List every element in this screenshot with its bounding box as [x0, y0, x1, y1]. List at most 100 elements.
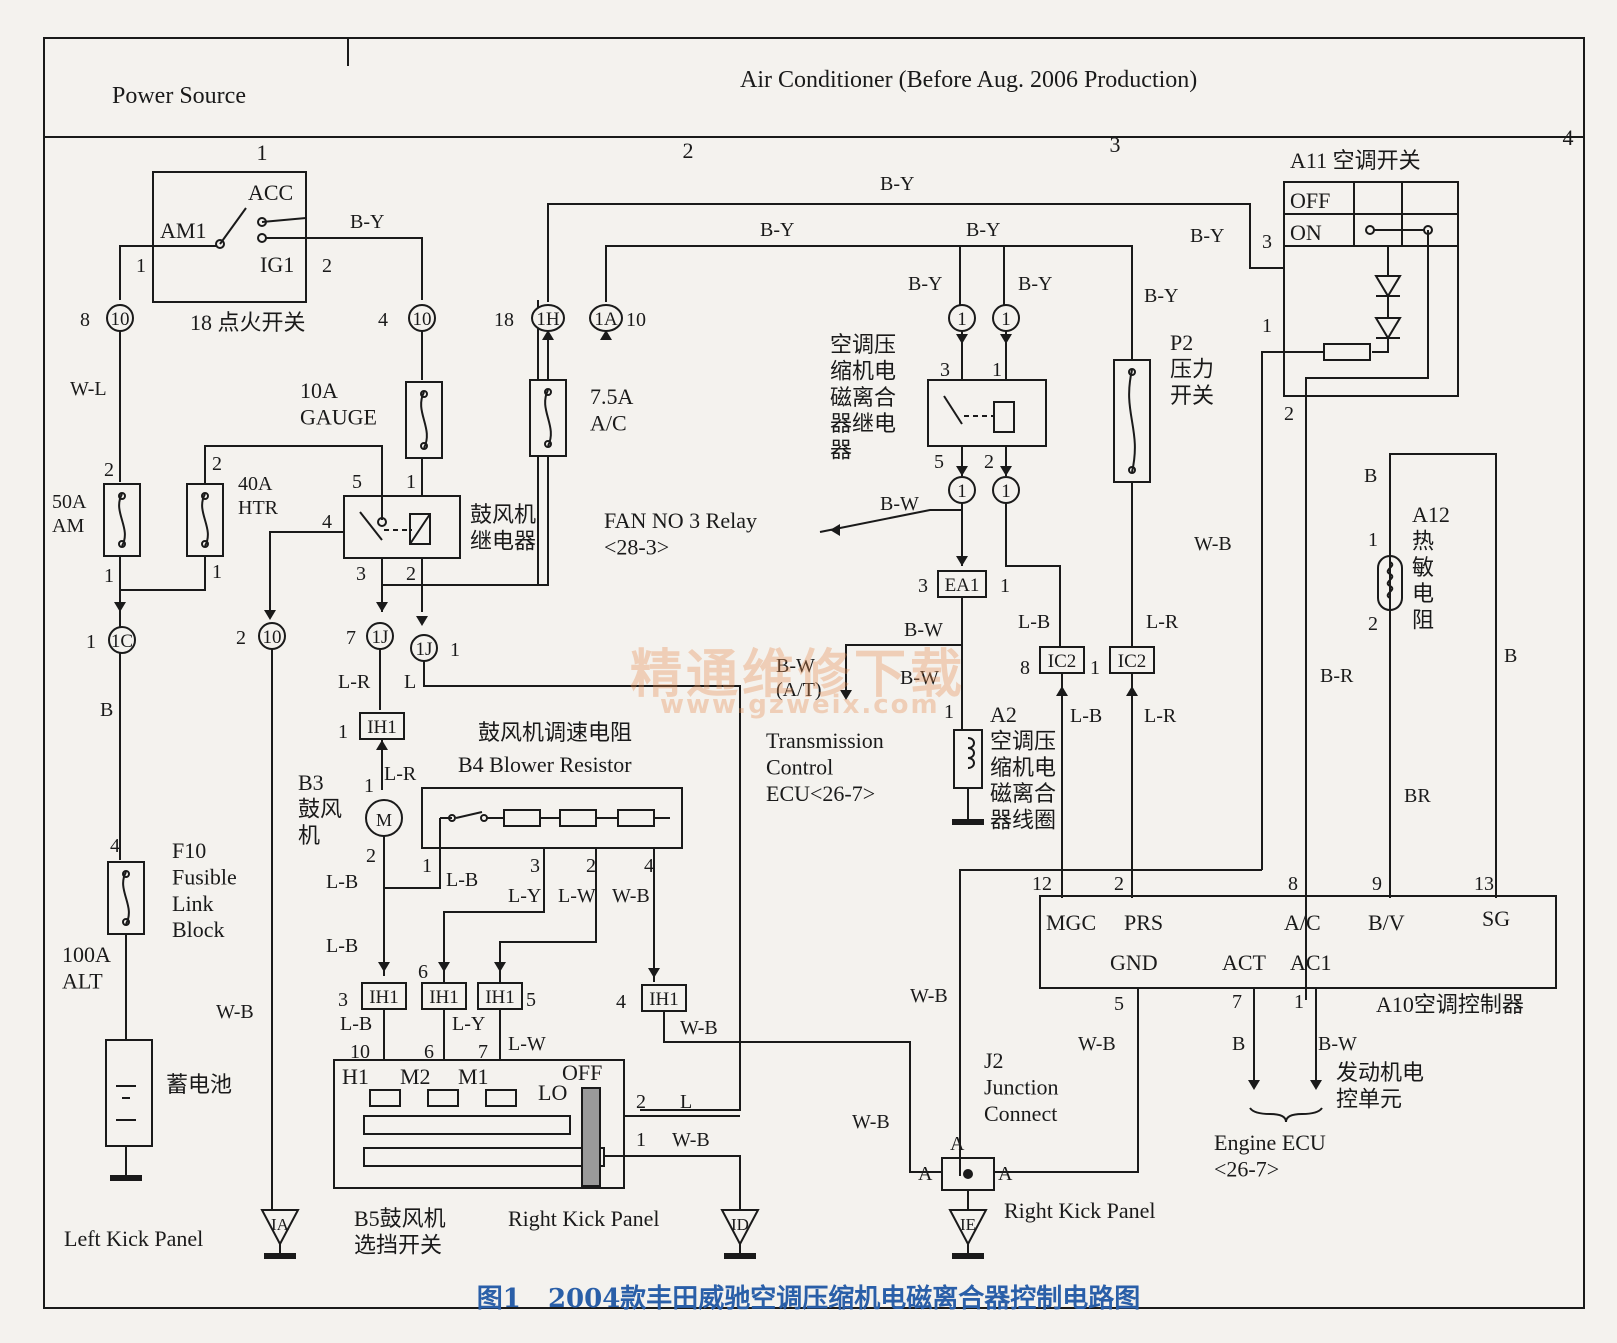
- resistor-3-out: [443, 848, 545, 982]
- right-kick-panel-2-label: Right Kick Panel: [1004, 1198, 1156, 1223]
- pin-number: 1: [1294, 991, 1304, 1013]
- ih1-4-wb: [663, 1011, 942, 1173]
- pin-number: 10: [350, 1041, 370, 1063]
- pin-number: 5: [1114, 993, 1124, 1015]
- arrow-down-icon: [956, 556, 968, 566]
- connector-ih1-4-label: IH1: [649, 989, 679, 1010]
- pin-number: 9: [1372, 873, 1382, 895]
- wire-label-by: B-Y: [350, 211, 384, 233]
- pin-number: 2: [236, 627, 246, 649]
- connector-ih1-1-label: IH1: [367, 717, 397, 738]
- wire-label-lb-r1: L-B: [446, 869, 478, 891]
- pin-number: 1: [1368, 529, 1378, 551]
- pin-number: 3: [940, 359, 950, 381]
- column-2: 2: [683, 138, 694, 163]
- b5-1-wb: [604, 1155, 741, 1210]
- relay-4-out: [269, 531, 344, 614]
- wire-label-lr-1: L-R: [338, 671, 371, 693]
- wire-label-lr-ic2: L-R: [1144, 705, 1177, 727]
- fuse-terminal: [118, 492, 126, 500]
- pin-number: 1: [1262, 315, 1272, 337]
- wire-label-ly: L-Y: [508, 885, 541, 907]
- wire-label-lb-ic2: L-B: [1070, 705, 1102, 727]
- thermistor-icon: [1386, 561, 1394, 599]
- ground-ia-icon-label: IA: [271, 1215, 290, 1234]
- pin-number: 8: [1020, 657, 1030, 679]
- fuse-terminal: [1128, 466, 1136, 474]
- ac-switch-box: [1283, 181, 1459, 397]
- wire-label-by-mid2: B-Y: [966, 219, 1000, 241]
- pin-number: 8: [80, 309, 90, 331]
- by-mid-wire: [605, 245, 1133, 360]
- ac-controller-label: A10空调控制器: [1376, 992, 1524, 1017]
- column-1: 1: [257, 140, 268, 165]
- pin-number: 1: [1000, 575, 1010, 597]
- watermark-url: www.gzweix.com: [660, 690, 940, 720]
- pin-number: 1: [406, 471, 416, 493]
- arrow-down-icon: [264, 610, 276, 620]
- wire-label-by-top: B-Y: [880, 173, 914, 195]
- ground-id-icon-label: ID: [731, 1215, 749, 1234]
- pin-number: 2: [1368, 613, 1378, 635]
- blower-resistor-box: [421, 787, 683, 849]
- connector-ih1-4: [641, 984, 687, 1012]
- arrow-down-icon: [494, 962, 506, 972]
- pin-number: 6: [418, 961, 428, 983]
- pin-number: 1: [212, 561, 222, 583]
- wire-label-ly-b5: L-Y: [452, 1013, 485, 1035]
- led-wire3: [1372, 338, 1389, 353]
- battery-box: [105, 1039, 153, 1147]
- wire-label-by-right: B-Y: [1018, 273, 1052, 295]
- left-kick-panel-label: Left Kick Panel: [64, 1226, 203, 1251]
- ignition-am1: AM1: [160, 218, 206, 243]
- connector-1h-label: 1H: [536, 309, 560, 330]
- pin-number: 1: [636, 1129, 646, 1151]
- blower-relay-label: 鼓风机继电器: [470, 502, 536, 553]
- pin-number: 4: [110, 835, 120, 857]
- pin-number: 2: [1114, 873, 1124, 895]
- pin-prs: PRS: [1124, 910, 1163, 935]
- pin-number: 4: [378, 309, 388, 331]
- figure-caption: 图1 2004款丰田威驰空调压缩机电磁离合器控制电路图: [0, 1278, 1617, 1315]
- switch-pivot: [215, 239, 225, 249]
- wire-label-lb-b5: L-B: [340, 1013, 372, 1035]
- wire-label-lr-p2: L-R: [1146, 611, 1179, 633]
- fuse-terminal: [122, 918, 130, 926]
- resistor-1: [503, 809, 541, 827]
- arrow-down-icon: [840, 690, 852, 700]
- ground-id-icon: [720, 1209, 760, 1247]
- fuse-terminal: [544, 440, 552, 448]
- pin-number: 1: [450, 639, 460, 661]
- clutch-coil-icon: [967, 737, 975, 769]
- pin-number: 3: [338, 989, 348, 1011]
- caption-text: 2004款丰田威驰空调压缩机电磁离合器控制电路图: [547, 1284, 1141, 1314]
- pin-number: 2: [366, 845, 376, 867]
- pressure-switch-element: [1128, 369, 1136, 473]
- pin-number: 13: [1474, 873, 1494, 895]
- connector-ic2-8: [1039, 646, 1085, 674]
- wire-label-bw: B-W: [880, 493, 919, 515]
- wire-label-wb-left: W-B: [216, 1001, 254, 1023]
- blower-switch-box: [333, 1059, 625, 1189]
- connector-1-d-label: 1: [1001, 481, 1011, 502]
- connector-1j-7-label: 1J: [372, 627, 389, 648]
- b5-contact-h1: [369, 1089, 401, 1107]
- clutch-relay-arm: [943, 395, 963, 425]
- arrow-down-icon: [956, 466, 968, 476]
- column-4: 4: [1563, 125, 1574, 150]
- ac-switch-1-wire: [1261, 351, 1324, 870]
- b5-lo: LO: [538, 1080, 567, 1105]
- pin-number: 4: [322, 511, 332, 533]
- fuse-terminal: [420, 390, 428, 398]
- right-kick-panel-1-label: Right Kick Panel: [508, 1206, 660, 1231]
- connector-ih1-6-label: IH1: [429, 987, 459, 1008]
- clutch-relay-box: [927, 379, 1047, 447]
- pin-number: 1: [944, 701, 954, 723]
- wire-label-bw3: B-W: [900, 667, 939, 689]
- am1-wire: [119, 245, 216, 300]
- pin-number: A: [950, 1133, 965, 1155]
